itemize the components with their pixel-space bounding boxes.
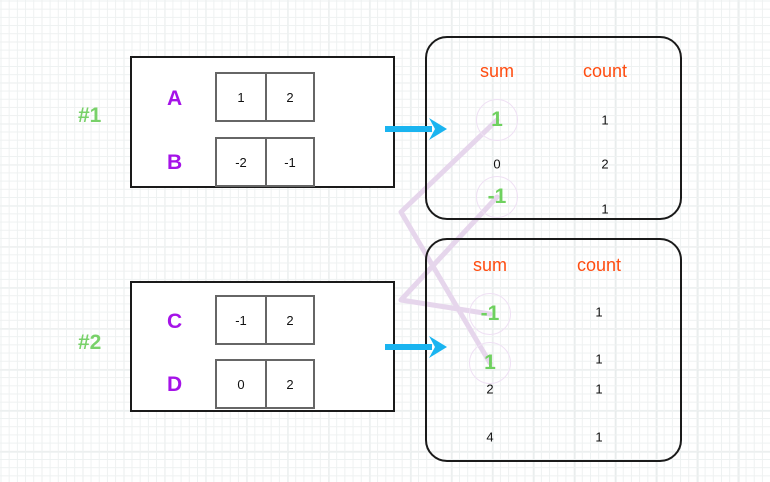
row-D-cells: 0 2 (215, 359, 315, 409)
table-1-row-2-sum: -1 (487, 185, 507, 208)
group-1-panel: A 1 2 B -2 -1 (130, 56, 395, 188)
row-D-cell-1: 2 (265, 361, 313, 407)
row-B-cell-0: -2 (235, 154, 247, 170)
table-2-row-1-sum: 1 (484, 351, 496, 374)
table-1-header-sum: sum (479, 61, 515, 81)
table-1-row-2-sum-circle (476, 176, 518, 218)
table-2-row-2-count: 1 (595, 381, 603, 397)
table-2-row-3-sum: 4 (486, 429, 494, 445)
aggregate-table-1-panel (425, 36, 682, 220)
row-letter-C: C (167, 310, 183, 333)
table-2-row-0-count: 1 (595, 304, 603, 320)
row-B-cells: -2 -1 (215, 137, 315, 187)
row-letter-A: A (167, 87, 183, 110)
row-C-cells: -1 2 (215, 295, 315, 345)
table-2-row-3-count: 1 (595, 429, 603, 445)
table-1-row-0-count: 1 (601, 112, 609, 128)
table-1-row-0-sum: 1 (491, 108, 503, 131)
row-letter-D: D (167, 373, 183, 396)
table-1-row-1-sum: 0 (493, 156, 501, 172)
aggregate-table-2-panel (425, 238, 682, 462)
table-2-row-0-sum-circle (469, 293, 511, 335)
row-B-cell-1: -1 (265, 139, 313, 185)
row-C-cell-1: 2 (265, 297, 313, 343)
table-2-row-1-count: 1 (595, 351, 603, 367)
table-1-row-1-count: 2 (601, 156, 609, 172)
table-2-header-count: count (576, 255, 622, 275)
table-2-row-1-sum-circle (469, 342, 511, 384)
row-A-cell-0: 1 (237, 89, 245, 105)
group-label-2: #2 (78, 331, 102, 354)
group-2-panel: C -1 2 D 0 2 (130, 281, 395, 412)
table-1-row-0-sum-circle (476, 99, 518, 141)
table-2-header-sum: sum (472, 255, 508, 275)
row-D-cell-0: 0 (237, 376, 245, 392)
table-1-row-2-count: 1 (601, 201, 609, 217)
row-C-cell-0: -1 (235, 312, 247, 328)
group-label-1: #1 (78, 104, 102, 127)
table-2-row-2-sum: 2 (486, 381, 494, 397)
row-A-cells: 1 2 (215, 72, 315, 122)
table-1-header-count: count (582, 61, 628, 81)
table-2-row-0-sum: -1 (480, 302, 500, 325)
row-letter-B: B (167, 151, 183, 174)
row-A-cell-1: 2 (265, 74, 313, 120)
